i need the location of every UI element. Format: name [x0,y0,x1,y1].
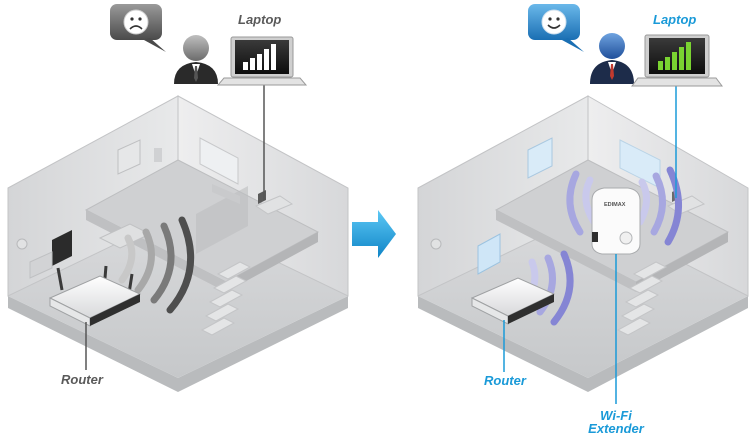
router-before [48,265,142,327]
house-before [7,95,349,392]
user-icon-unhappy [174,35,218,84]
laptop-weak-signal [216,36,308,86]
extender-brand-text: EDIMAX [604,202,626,208]
router-label-before: Router [61,372,103,387]
extender-label-line2: Extender [588,421,644,436]
wifi-extender-device: EDIMAX [591,187,641,255]
extender-label-line1: Wi-Fi [600,408,632,423]
router-after [470,277,556,325]
sad-face-icon [110,4,166,52]
happy-face-icon [528,4,584,52]
arrow-right-icon [352,210,396,258]
laptop-label-after: Laptop [653,12,697,27]
laptop-strong-signal [631,34,723,87]
house-after: EDIMAX [417,95,749,392]
user-icon-happy [590,33,634,84]
laptop-label-before: Laptop [238,12,282,27]
router-label-after: Router [484,373,526,388]
